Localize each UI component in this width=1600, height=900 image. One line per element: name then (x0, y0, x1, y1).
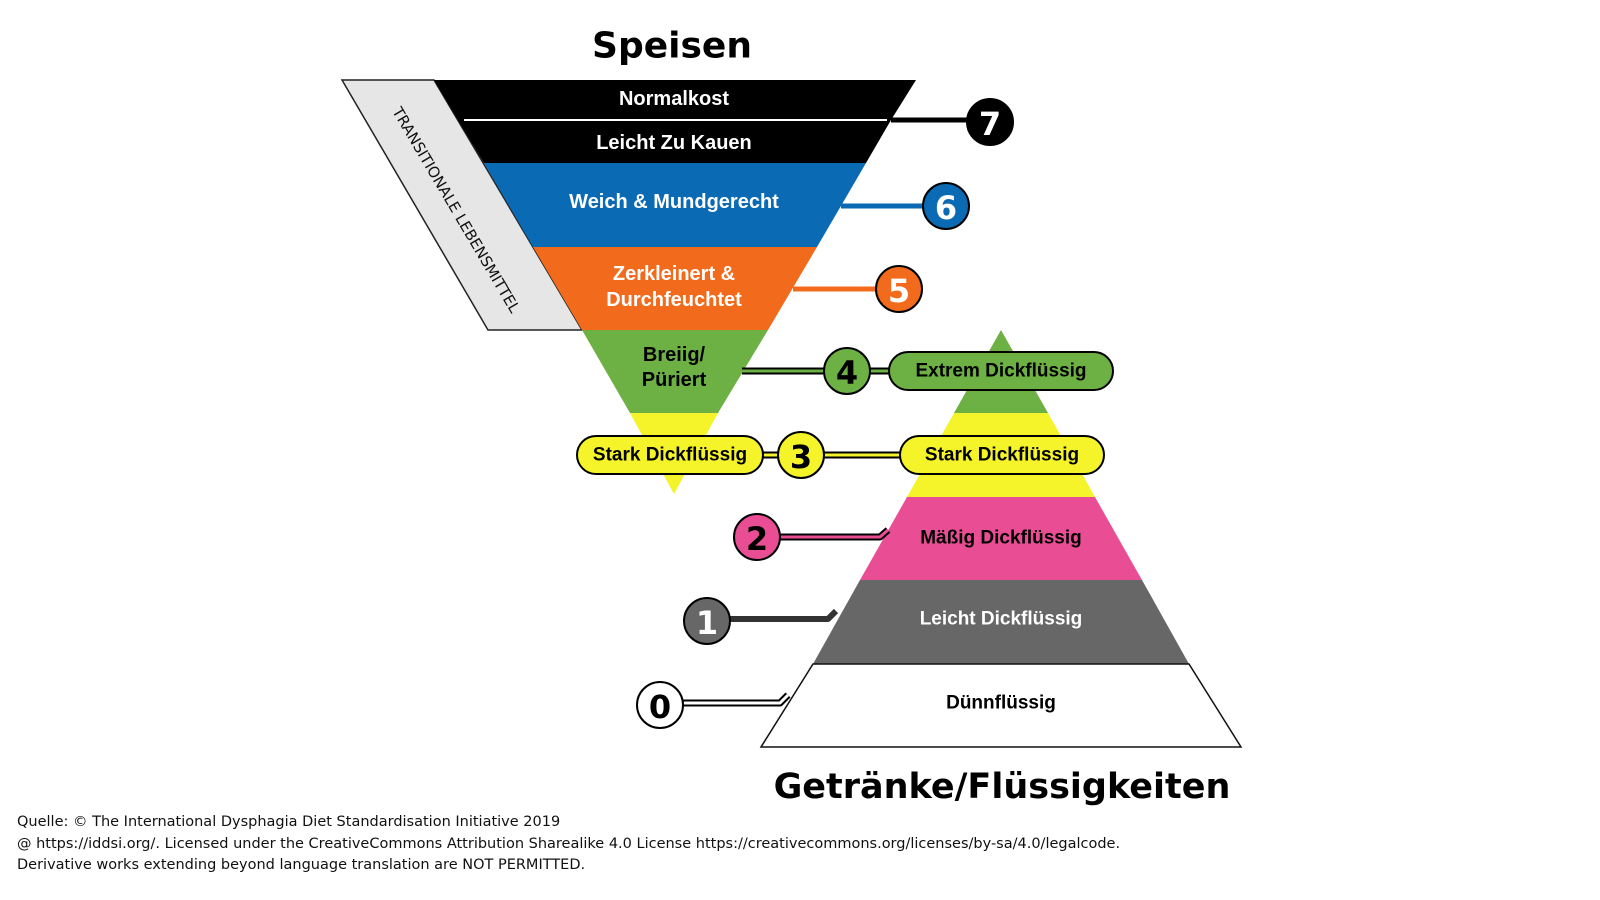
label-leicht-zu-kauen: Leicht Zu Kauen (596, 132, 752, 154)
food-band-breiig-puriert (582, 330, 768, 413)
label-normalkost: Normalkost (619, 88, 729, 110)
level-2-number: 2 (746, 520, 768, 558)
connector-1 (710, 608, 839, 622)
label-breiig-line1: Breiig/ (643, 344, 706, 366)
level-1-marker: 1 (683, 597, 731, 645)
level-3-circle (777, 431, 825, 479)
pill-drink-stark-dickfluessig (899, 435, 1105, 475)
level-2-marker: 2 (733, 513, 781, 561)
label-zerkleinert-line1: Zerkleinert & (613, 263, 735, 285)
level-6-circle (922, 182, 970, 230)
level-0-circle (636, 681, 684, 729)
food-band-normalkost (434, 80, 916, 120)
level-7-circle (966, 98, 1014, 146)
drinks-title: Getränke/Flüssigkeiten (774, 767, 1231, 807)
label-maessig-dickfluessig: Mäßig Dickflüssig (920, 528, 1082, 549)
source-line: Quelle: © The International Dysphagia Di… (17, 814, 561, 830)
label-duennfluessig: Dünnflüssig (946, 693, 1056, 714)
level-3-marker: 3 (777, 431, 825, 479)
level-4-circle (823, 347, 871, 395)
source-attribution: Quelle: © The International Dysphagia Di… (17, 812, 1120, 877)
pill-drink-extrem-dickfluessig (888, 351, 1114, 391)
drink-band-maessig-dickfluessig (860, 497, 1142, 580)
label-food-stark-dickfluessig: Stark Dickflüssig (593, 445, 747, 466)
connector-2-fill (757, 528, 889, 539)
drink-band-leicht-dickfluessig (813, 580, 1189, 664)
food-title: Speisen (592, 26, 752, 67)
level-5-marker: 5 (875, 265, 923, 313)
label-breiig-line2: Püriert (642, 369, 707, 391)
label-zerkleinert-line2: Durchfeuchtet (606, 289, 742, 311)
label-leicht-dickfluessig: Leicht Dickflüssig (920, 609, 1083, 630)
food-band-leicht-zu-kauen (458, 120, 891, 163)
level-2-circle (733, 513, 781, 561)
level-1-number: 1 (696, 604, 718, 642)
level-0-marker: 0 (636, 681, 684, 729)
level-3-number: 3 (790, 438, 812, 476)
drink-band-duennfluessig (759, 663, 1243, 748)
level-1-circle (683, 597, 731, 645)
source-line: @ https://iddsi.org/. Licensed under the… (17, 835, 1121, 852)
label-drink-stark-dickfluessig: Stark Dickflüssig (925, 445, 1079, 466)
level-5-number: 5 (888, 272, 910, 310)
source-line: Derivative works extending beyond langua… (17, 857, 586, 873)
level-5-circle (875, 265, 923, 313)
pill-food-stark-dickfluessig (576, 435, 764, 475)
level-4-number: 4 (836, 354, 858, 392)
level-0-number: 0 (649, 688, 671, 726)
level-4-marker: 4 (823, 347, 871, 395)
label-extrem-dickfluessig: Extrem Dickflüssig (915, 361, 1086, 382)
level-6-marker: 6 (922, 182, 970, 230)
level-7-number: 7 (979, 105, 1001, 143)
connector-0-fill (661, 693, 790, 705)
level-6-number: 6 (935, 189, 957, 227)
label-weich-mundgerecht: Weich & Mundgerecht (569, 191, 779, 213)
level-7-marker: 7 (966, 98, 1014, 146)
food-band-zerkleinert-durchfeuchtet (533, 247, 817, 330)
food-band-weich-mundgerecht (484, 163, 866, 247)
